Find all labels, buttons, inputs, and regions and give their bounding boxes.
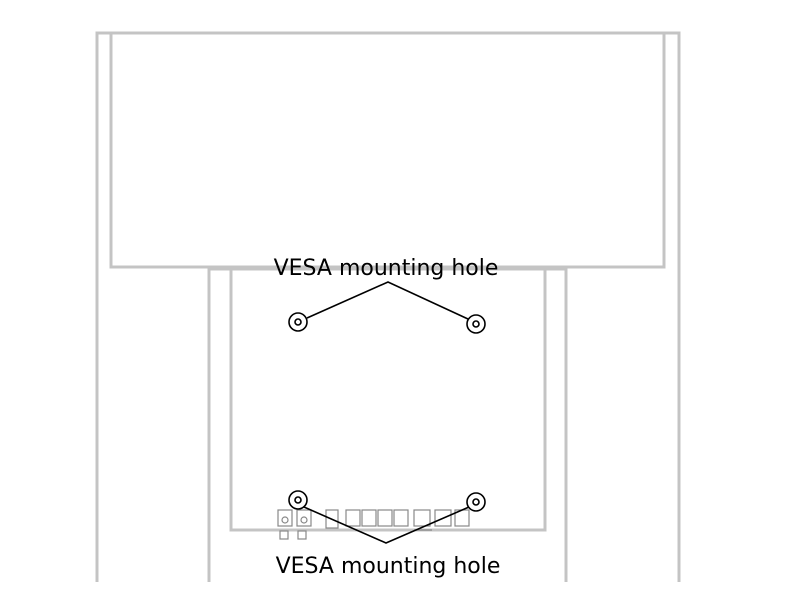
vesa-hole-top-left	[288, 312, 308, 332]
mount-body-outline	[229, 269, 547, 532]
vesa-mounting-hole-icon	[288, 312, 308, 332]
stand-column	[207, 267, 568, 582]
port-5	[361, 509, 377, 527]
port-1-jack	[281, 516, 289, 524]
vesa-hole-center	[472, 320, 480, 328]
top-leader-line	[306, 281, 469, 320]
vesa-mounting-hole-icon	[466, 314, 486, 334]
vesa-mounting-hole-icon	[288, 490, 308, 510]
vesa-hole-center	[294, 318, 302, 326]
vesa-hole-bottom-left	[288, 490, 308, 510]
port-7	[393, 509, 409, 527]
outer-frame	[95, 31, 681, 582]
io-port-panel-icon	[277, 509, 470, 540]
port-3	[325, 509, 339, 529]
port-1	[277, 509, 293, 527]
mount-body	[229, 269, 547, 532]
port-2	[296, 509, 312, 527]
port-6	[377, 509, 393, 527]
monitor-panel	[109, 31, 666, 269]
vesa-hole-top-right	[466, 314, 486, 334]
port-2-jack	[300, 516, 308, 524]
port-9	[434, 509, 452, 527]
vesa-hole-center	[472, 498, 480, 506]
outer-frame-outline	[95, 31, 681, 582]
vesa-hole-center	[294, 496, 302, 504]
port-11	[279, 530, 289, 540]
bottom-callout-label: VESA mounting hole	[276, 554, 501, 579]
port-4	[345, 509, 361, 527]
port-8	[413, 509, 431, 527]
callout-leaders	[303, 281, 470, 544]
vesa-hole-bottom-right	[466, 492, 486, 512]
top-callout-label: VESA mounting hole	[274, 256, 499, 281]
vesa-mounting-hole-icon	[466, 492, 486, 512]
port-12	[297, 530, 307, 540]
bottom-leader-line	[303, 506, 470, 544]
